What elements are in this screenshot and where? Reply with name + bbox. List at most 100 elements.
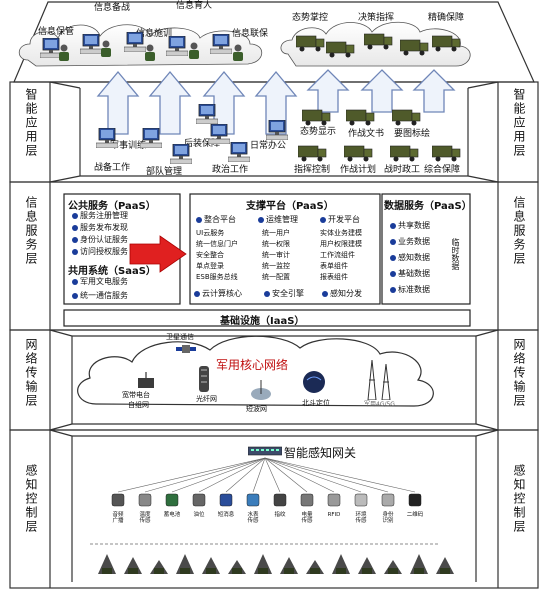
equipment-icon xyxy=(124,557,142,574)
gateway-label: 智能感知网关 xyxy=(284,446,357,460)
support-title: 支撑平台（PaaS） xyxy=(246,201,334,212)
people-pc-icon xyxy=(59,44,69,61)
support-box xyxy=(189,193,381,305)
top-label-custody: 信息保管 xyxy=(38,27,75,37)
data-side-label: 临时数据 xyxy=(451,238,460,270)
support-header: 运维管理 xyxy=(258,216,298,224)
equipment-icon xyxy=(176,554,194,574)
beidou-label: 北斗定位 xyxy=(302,399,330,407)
paas-title: 公共服务（PaaS） xyxy=(68,201,156,212)
support-sub-item: ESB服务总线 xyxy=(196,273,238,281)
sensor-label: RFID xyxy=(327,512,341,518)
support-sub-item: 安全整合 xyxy=(196,251,224,259)
beidou-globe-icon xyxy=(303,371,325,393)
equipment-icon xyxy=(384,560,402,574)
gateway-link xyxy=(198,457,266,493)
equipment-icon xyxy=(280,557,298,574)
sensor-label: 二维码 xyxy=(406,512,424,518)
paas-item: 服务注册管理 xyxy=(72,212,128,220)
equipment-icon xyxy=(98,554,116,574)
top-label-situation: 态势掌控 xyxy=(292,13,329,23)
gateway-link xyxy=(264,457,416,493)
fiber-icon xyxy=(199,366,209,392)
vehicle-icon xyxy=(364,33,393,50)
app-label-situation-display: 态势显示 xyxy=(300,127,337,137)
gateway-link xyxy=(171,457,266,493)
top-label-decision: 决策指挥 xyxy=(358,13,395,23)
equipment-icon xyxy=(254,554,272,574)
sensor-label: 电量 传感 xyxy=(301,512,313,525)
people-pc-icon xyxy=(40,38,62,58)
computer-icon xyxy=(196,104,218,124)
equipment-icon xyxy=(202,557,220,574)
layer-label-net-left: 网络传输层 xyxy=(24,338,38,408)
support-sub-item: 表单组件 xyxy=(320,262,348,270)
app-label-command: 指挥控制 xyxy=(294,165,331,175)
paas-item: 身份认证服务 xyxy=(72,236,128,244)
support-sub-item: 单点登录 xyxy=(196,262,224,270)
sensor-icon xyxy=(219,493,233,507)
computer-icon xyxy=(140,128,162,148)
core-network-label: 军用核心网络 xyxy=(216,358,289,372)
sensor-icon xyxy=(192,493,206,507)
sensor-label: 水表 传感 xyxy=(247,512,259,525)
computer-icon xyxy=(96,128,118,148)
app-label-troop-mgmt: 部队管理 xyxy=(146,167,183,177)
support-sub-item: 统一配置 xyxy=(262,273,290,281)
people-pc-icon xyxy=(189,42,199,59)
support-sub-item: 实体业务建模 xyxy=(320,229,362,237)
up-arrow-4 xyxy=(254,70,298,135)
sense-layer-band xyxy=(9,429,539,589)
vehicle-icon xyxy=(326,41,355,58)
equipment-icon xyxy=(228,560,246,574)
saas-item: 军用文电服务 xyxy=(72,278,128,286)
sensor-label: 蓄电池 xyxy=(163,512,181,518)
iaas-label: 基础设施（IaaS） xyxy=(220,316,305,327)
support-sub-item: 报表组件 xyxy=(320,273,348,281)
sensor-label: 环境 传感 xyxy=(355,512,367,525)
gateway-link xyxy=(264,457,362,493)
app-label-plan: 作战计划 xyxy=(340,165,377,175)
app-label-military-training: 军事训练 xyxy=(110,141,147,151)
data-title: 数据服务（PaaS） xyxy=(384,201,472,212)
equipment-icon xyxy=(410,554,428,574)
radio-icon xyxy=(138,372,154,388)
people-pc-icon xyxy=(101,40,111,57)
layer-label-app-left: 智能应用层 xyxy=(24,88,38,158)
sensor-label: 音频 广播 xyxy=(112,512,124,525)
sensor-icon xyxy=(111,493,125,507)
sensor-icon xyxy=(273,493,287,507)
app-label-docs: 作战文书 xyxy=(348,129,385,139)
equipment-icon xyxy=(150,560,168,574)
sensor-icon xyxy=(408,493,422,507)
support-header: 开发平台 xyxy=(320,216,360,224)
computer-icon xyxy=(266,120,288,140)
people-pc-icon xyxy=(233,44,243,61)
military-truck-icon xyxy=(298,145,327,162)
top-label-support: 信息联保 xyxy=(232,29,269,39)
sensor-label: 指纹 xyxy=(274,512,286,518)
layer-label-sense-left: 感知控制层 xyxy=(24,464,38,534)
tower-icon xyxy=(367,360,391,400)
sensor-icon xyxy=(165,493,179,507)
support-bottom: 云计算核心 xyxy=(194,290,242,298)
up-arrow-7 xyxy=(412,69,456,113)
sensor-label: 温度 传感 xyxy=(139,512,151,525)
support-sub-item: 用户权限建模 xyxy=(320,240,362,248)
gateway-link xyxy=(264,457,308,493)
computer-icon xyxy=(208,124,230,144)
up-arrow-2 xyxy=(148,70,192,135)
support-bottom: 安全引擎 xyxy=(264,290,304,298)
support-sub-item: 工作流组件 xyxy=(320,251,355,259)
military-truck-icon xyxy=(392,109,421,126)
sensor-icon xyxy=(381,493,395,507)
up-arrow-5 xyxy=(306,69,350,113)
gateway-link xyxy=(264,457,335,493)
selfnet-label: 自组网 xyxy=(128,401,149,409)
military-truck-icon xyxy=(302,109,331,126)
equipment-icon xyxy=(332,554,350,574)
sensor-icon xyxy=(138,493,152,507)
broadband-label: 宽带电台 xyxy=(122,391,150,399)
